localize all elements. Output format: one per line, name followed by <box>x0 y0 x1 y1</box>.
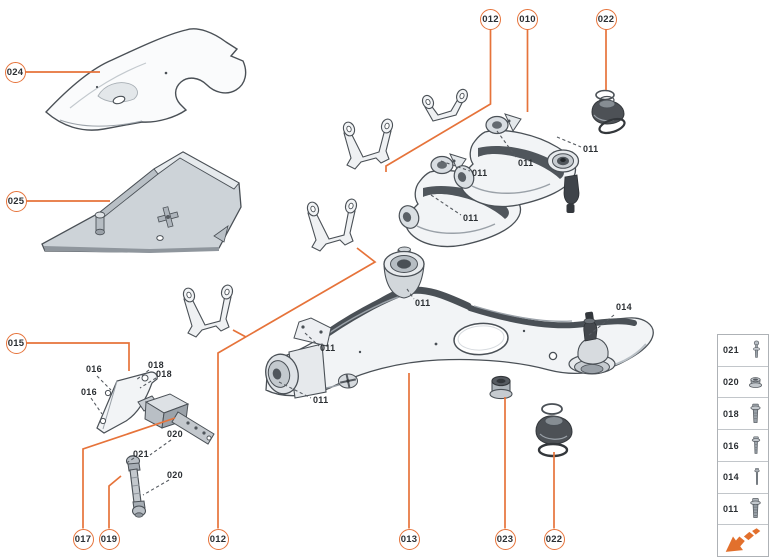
long-bolt-icon <box>754 468 760 486</box>
part-ref-020-a[interactable]: 020 <box>167 429 183 439</box>
part-ref-020-b[interactable]: 020 <box>167 470 183 480</box>
ribbed-flange-bolt-icon <box>750 498 761 518</box>
callout-012-top[interactable]: 012 <box>480 8 501 30</box>
callout-leader-lines <box>25 29 607 529</box>
mount-bracket-part-012-b <box>342 118 394 170</box>
legend-label-020: 020 <box>723 377 739 388</box>
legend-row-016[interactable]: 016 <box>718 430 768 462</box>
skid-plate-part-025 <box>41 151 242 253</box>
callout-019[interactable]: 019 <box>98 528 120 550</box>
legend-row-020[interactable]: 020 <box>718 366 768 399</box>
legend-label-021: 021 <box>723 345 739 356</box>
mount-bracket-part-012-c <box>306 198 358 252</box>
driving-direction-arrow-icon <box>725 527 761 552</box>
callout-022-bottom[interactable]: 022 <box>543 528 565 550</box>
part-ref-016-b[interactable]: 016 <box>81 387 97 397</box>
part-ref-016-a[interactable]: 016 <box>86 364 102 374</box>
mount-bracket-part-012-a <box>421 88 468 122</box>
lower-control-arm-part-013 <box>265 246 654 399</box>
part-ref-011-b[interactable]: 011 <box>518 158 534 168</box>
legend-row-018[interactable]: 018 <box>718 398 768 431</box>
fastener-legend: 021 020 018 <box>717 334 769 557</box>
hex-flange-bolt-icon <box>751 435 761 454</box>
part-ref-011-a[interactable]: 011 <box>583 144 599 154</box>
upper-control-arm-right-part-010 <box>450 113 580 213</box>
legend-row-011[interactable]: 011 <box>718 493 768 526</box>
retaining-bracket-part-015 <box>96 371 158 434</box>
ball-joint-boot-kit-top-part-022 <box>591 89 626 135</box>
flange-nut-icon <box>749 377 762 388</box>
legend-label-018: 018 <box>723 408 739 419</box>
cover-part-024 <box>44 28 247 131</box>
callout-025[interactable]: 025 <box>5 190 27 212</box>
part-ref-014[interactable]: 014 <box>616 302 632 312</box>
legend-label-014: 014 <box>723 472 739 483</box>
legend-row-014[interactable]: 014 <box>718 461 768 494</box>
stud-pin-bolt-icon <box>753 340 760 358</box>
callout-013[interactable]: 013 <box>398 528 420 550</box>
callout-015[interactable]: 015 <box>5 332 27 354</box>
part-ref-011-g[interactable]: 011 <box>313 395 329 405</box>
callout-024[interactable]: 024 <box>4 61 26 83</box>
part-ref-011-c[interactable]: 011 <box>472 168 488 178</box>
coupling-rod-part-019 <box>125 455 147 518</box>
callout-012-bottom[interactable]: 012 <box>207 528 229 550</box>
part-ref-021[interactable]: 021 <box>133 449 149 459</box>
callout-022-top[interactable]: 022 <box>595 8 617 30</box>
legend-arrow-cell <box>718 525 768 557</box>
part-ref-018-a[interactable]: 018 <box>148 360 164 370</box>
flange-bolt-icon <box>750 403 761 423</box>
part-ref-018-b[interactable]: 018 <box>156 369 172 379</box>
callout-023[interactable]: 023 <box>494 528 516 550</box>
callout-010[interactable]: 010 <box>517 8 538 30</box>
legend-label-011: 011 <box>723 503 739 514</box>
part-ref-011-e[interactable]: 011 <box>415 298 431 308</box>
part-reference-dashed-leaders <box>90 130 615 496</box>
part-ref-011-d[interactable]: 011 <box>463 213 479 223</box>
level-sensor-part-017 <box>137 393 215 445</box>
legend-label-016: 016 <box>723 440 739 451</box>
callout-017[interactable]: 017 <box>72 528 94 550</box>
legend-row-021[interactable]: 021 <box>718 335 768 367</box>
ball-joint-boot-kit-bottom-part-022 <box>535 403 573 458</box>
bushing-part-023 <box>489 375 513 400</box>
mount-bracket-part-012-d <box>182 284 234 338</box>
part-ref-011-f[interactable]: 011 <box>320 343 336 353</box>
